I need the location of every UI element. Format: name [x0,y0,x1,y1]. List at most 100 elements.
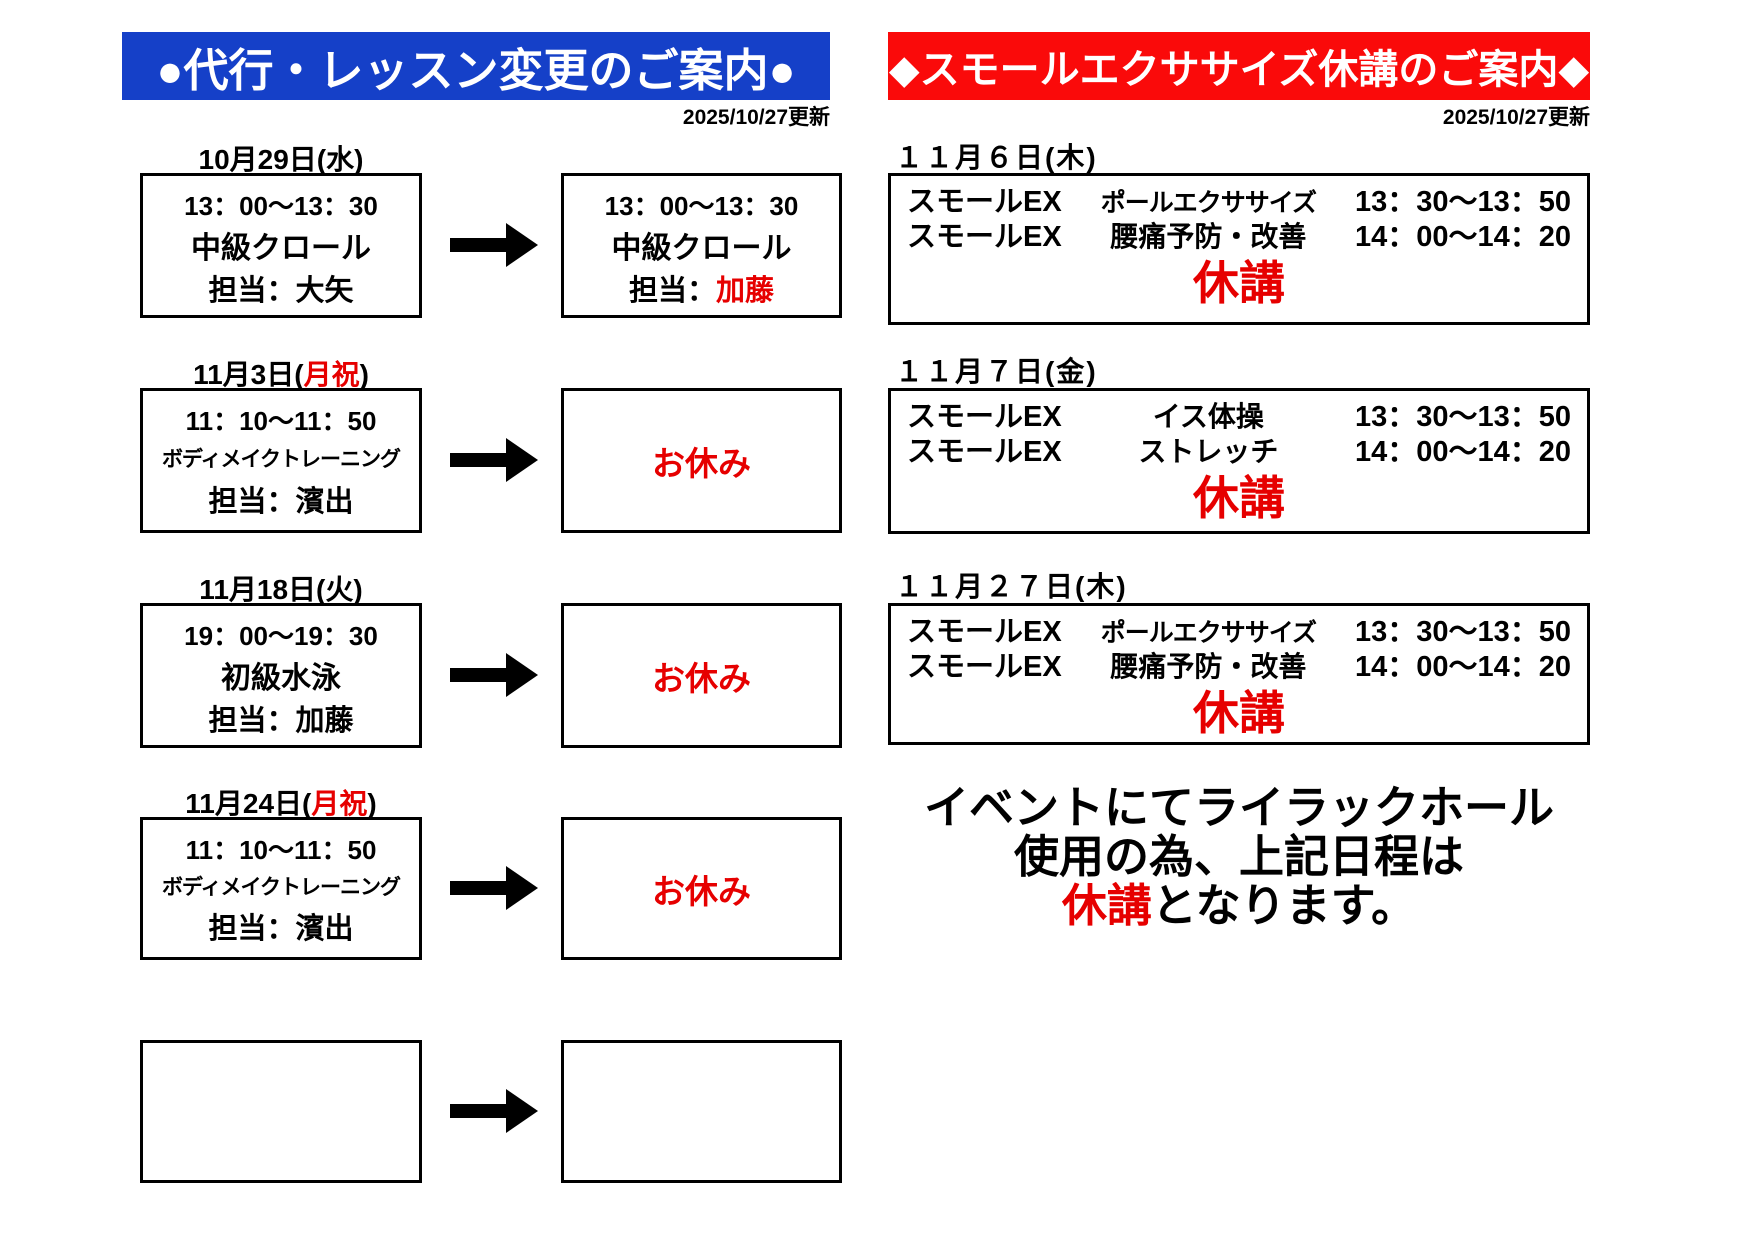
note-line-3-rest: となります。 [1151,880,1417,932]
cancel-box: スモールEX ポールエクササイズ 13：30～13：50 スモールEX 腰痛予防… [888,603,1590,745]
cancelled-label: 休講 [1193,471,1285,524]
program-label: スモールEX [907,401,1062,433]
small-ex-line: スモールEX 腰痛予防・改善 14：00～14：20 [891,220,1587,255]
arrow-right-icon [450,1089,538,1133]
substitute-staff-name: 加藤 [716,275,775,307]
change-date-heading: 10月29日(水) [140,138,422,178]
note-line-3: 休講となります。 [888,881,1590,930]
lesson-time: 11：10～11：50 [185,835,377,865]
cancel-date-heading: １１月６日(木) [895,142,1098,173]
closed-label: お休み [652,872,751,910]
cancelled-label: 休講 [1193,686,1285,739]
arrow-right-icon [450,223,538,267]
program-label: スモールEX [907,651,1062,684]
note-line-1: イベントにてライラックホール [923,782,1554,833]
lesson-name: 中級クロール [611,232,792,265]
program-name: イス体操 [1152,401,1264,432]
program-name: 腰痛予防・改善 [1110,221,1307,253]
small-ex-line: スモールEX 腰痛予防・改善 14：00～14：20 [891,650,1587,685]
before-box: 11：10～11：50 ボディメイクトレーニング 担当：濱出 [140,817,422,960]
small-exercise-cancel-header: ◆スモールエクササイズ休講のご案内◆ [888,32,1590,100]
small-ex-line: スモールEX ストレッチ 14：00～14：20 [891,435,1587,470]
staff-label: 担当： [208,275,296,307]
staff-label: 担当： [208,913,296,945]
date-text-close: ) [367,788,377,819]
change-date-heading: 11月3日(月祝) [140,353,422,393]
program-time: 13：30～13：50 [1354,401,1571,433]
program-label: スモールEX [907,436,1062,469]
arrow-right-icon [450,866,538,910]
lesson-staff: 担当：加藤 [629,267,774,309]
date-text: 11月3日( [193,359,304,390]
program-name: ポールエクササイズ [1100,619,1317,647]
staff-name: 濱出 [295,486,354,518]
empty-after-box [561,1040,842,1183]
program-label: スモールEX [907,616,1062,648]
cancellation-note: イベントにてライラックホール 使用の為、上記日程は 休講となります。 [888,783,1590,930]
note-cancelled-word: 休講 [1061,880,1152,932]
lesson-time: 13：00～13：30 [604,191,799,221]
cancel-box: スモールEX ポールエクササイズ 13：30～13：50 スモールEX 腰痛予防… [888,173,1590,325]
empty-before-box [140,1040,422,1183]
program-name: ポールエクササイズ [1100,189,1317,217]
date-text: 10月29日(水) [198,144,364,175]
lesson-time: 19：00～19：30 [184,621,378,651]
program-time: 14：00～14：20 [1354,221,1571,254]
date-holiday-text: 月祝 [311,788,368,819]
lesson-name: 中級クロール [191,232,371,265]
lesson-staff: 担当：濱出 [208,478,353,520]
cancelled-label: 休講 [1193,256,1285,309]
after-box: お休み [561,388,842,533]
program-label: スモールEX [907,186,1062,218]
cancel-date-heading: １１月７日(金) [895,356,1098,387]
arrow-right-icon [450,438,538,482]
date-holiday-text: 月祝 [303,359,360,390]
staff-label: 担当： [208,486,296,518]
note-line-2: 使用の為、上記日程は [1013,831,1464,883]
cancel-date-heading: １１月２７日(木) [895,571,1128,602]
before-box: 13：00～13：30 中級クロール 担当：大矢 [140,173,422,318]
program-name: 腰痛予防・改善 [1110,651,1307,683]
program-label: スモールEX [907,221,1062,254]
staff-label: 担当： [628,275,716,307]
change-date-heading: 11月18日(火) [140,568,422,608]
before-box: 11：10～11：50 ボディメイクトレーニング 担当：濱出 [140,388,422,533]
substitute-lesson-header-label: ●代行・レッスン変更のご案内● [156,44,796,96]
staff-name: 大矢 [295,275,354,307]
staff-name: 濱出 [295,913,354,945]
program-time: 14：00～14：20 [1354,436,1571,469]
lesson-name: 初級水泳 [221,662,341,695]
after-box: お休み [561,817,842,960]
lesson-staff: 担当：大矢 [208,267,353,309]
closed-label: お休み [652,659,751,697]
lesson-name: ボディメイクトレーニング [161,448,401,471]
program-time: 13：30～13：50 [1354,186,1571,218]
after-box: お休み [561,603,842,748]
lesson-name: ボディメイクトレーニング [161,876,401,899]
date-text: 11月18日(火) [199,574,363,605]
cancel-box: スモールEX イス体操 13：30～13：50 スモールEX ストレッチ 14：… [888,388,1590,534]
staff-label: 担当： [208,705,296,737]
updated-date-left: 2025/10/27更新 [682,106,830,129]
small-ex-line: スモールEX ポールエクササイズ 13：30～13：50 [891,615,1587,650]
date-text-close: ) [359,359,369,390]
substitute-lesson-header: ●代行・レッスン変更のご案内● [122,32,830,100]
lesson-time: 11：10～11：50 [185,406,377,436]
program-time: 13：30～13：50 [1354,616,1571,648]
date-text: 11月24日( [185,788,312,819]
arrow-right-icon [450,653,538,697]
lesson-staff: 担当：濱出 [208,905,353,947]
program-time: 14：00～14：20 [1354,651,1571,684]
program-name: ストレッチ [1138,436,1279,468]
small-exercise-cancel-header-label: ◆スモールエクササイズ休講のご案内◆ [888,48,1590,92]
lesson-staff: 担当：加藤 [208,697,353,739]
change-date-heading: 11月24日(月祝) [140,782,422,822]
staff-name: 加藤 [295,705,354,737]
before-box: 19：00～19：30 初級水泳 担当：加藤 [140,603,422,748]
after-box: 13：00～13：30 中級クロール 担当：加藤 [561,173,842,318]
updated-date-right: 2025/10/27更新 [1442,106,1590,129]
small-ex-line: スモールEX ポールエクササイズ 13：30～13：50 [891,185,1587,220]
closed-label: お休み [652,444,751,482]
lesson-time: 13：00～13：30 [184,191,378,221]
